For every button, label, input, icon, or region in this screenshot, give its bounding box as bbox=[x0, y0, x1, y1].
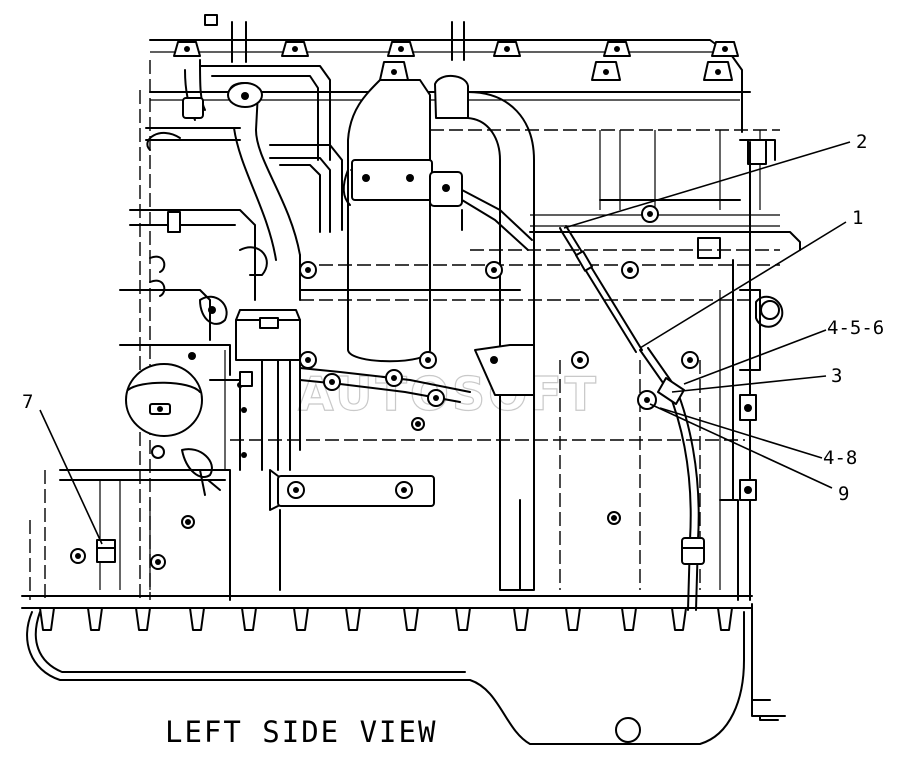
pan-flange-bolts bbox=[39, 607, 733, 631]
watermark-text: AUTOSOFT bbox=[298, 367, 599, 421]
callout-9: 9 bbox=[838, 483, 849, 505]
fuel-pump bbox=[235, 254, 535, 471]
dipstick-assembly bbox=[559, 225, 705, 611]
view-title: LEFT SIDE VIEW bbox=[165, 715, 437, 749]
left-components bbox=[119, 209, 268, 496]
top-pipes bbox=[145, 14, 465, 161]
callout-2: 2 bbox=[856, 131, 867, 153]
callouts: 2 1 4-5-6 3 4-8 9 7 bbox=[22, 131, 884, 505]
callout-3: 3 bbox=[831, 365, 842, 387]
intake-tube bbox=[227, 82, 343, 261]
cover-bolts bbox=[173, 41, 739, 57]
callout-leaders bbox=[39, 141, 851, 545]
callout-7: 7 bbox=[22, 391, 33, 413]
callout-4-8: 4-8 bbox=[823, 447, 857, 469]
right-edge-bracket bbox=[739, 141, 784, 601]
fuel-filter bbox=[342, 79, 533, 363]
mounting-bracket bbox=[269, 469, 435, 511]
callout-4-5-6: 4-5-6 bbox=[827, 317, 884, 339]
oil-pan bbox=[21, 469, 786, 745]
valve-cover bbox=[139, 39, 751, 600]
callout-1: 1 bbox=[852, 207, 863, 229]
